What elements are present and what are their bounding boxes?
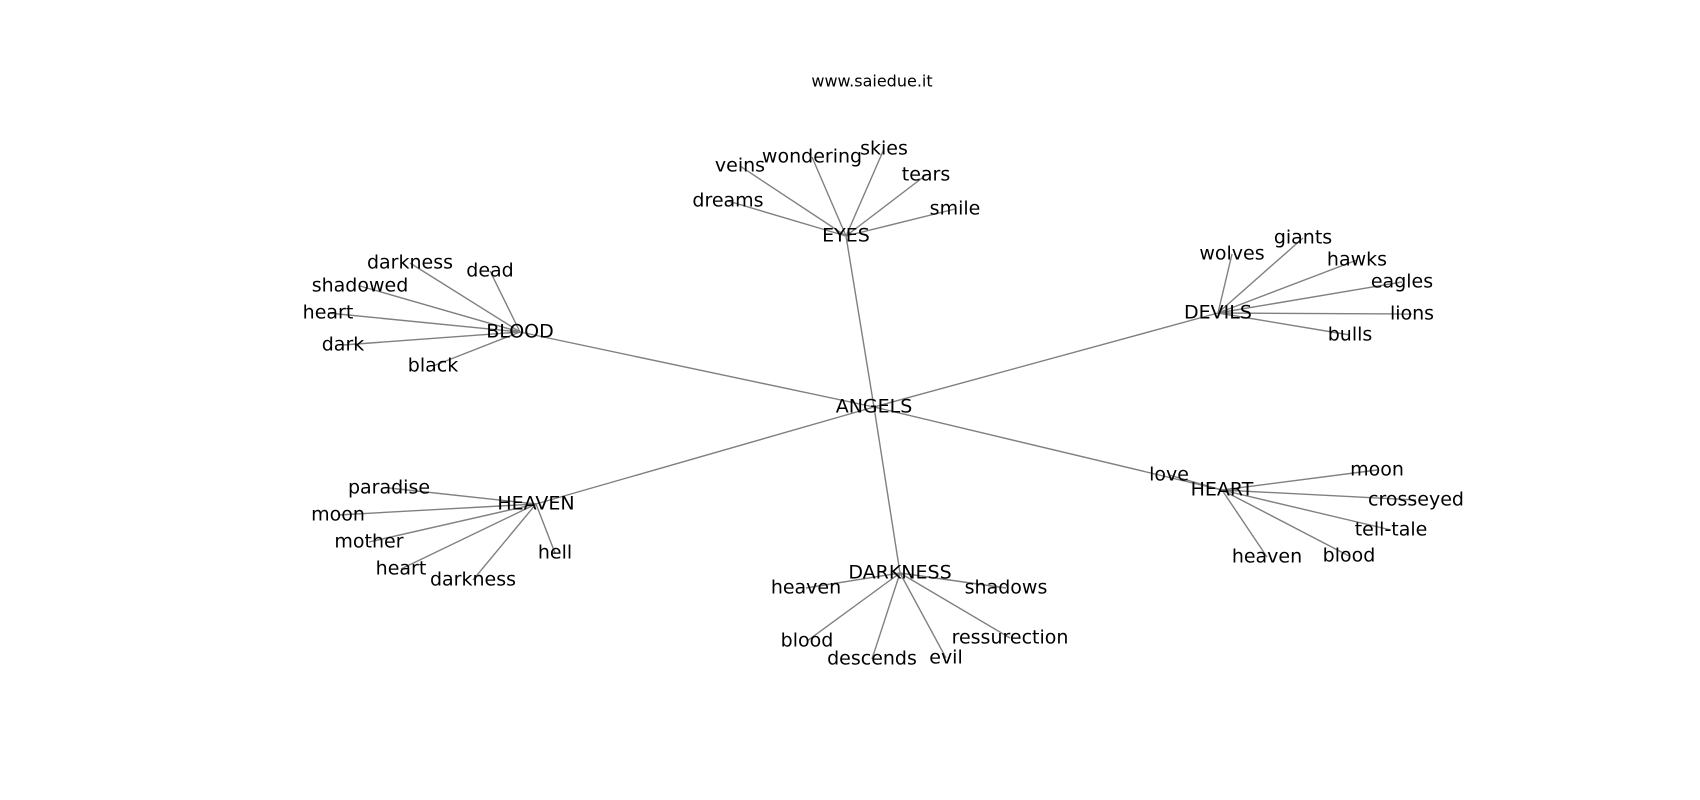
node-leaf-heaven-moon: moon — [311, 504, 365, 526]
edge-devils-hawks — [1217, 259, 1358, 314]
edge-darkness-heaven — [805, 572, 901, 589]
edge-heaven-paradise — [388, 487, 537, 505]
node-leaf-blood-dead: dead — [466, 260, 513, 282]
node-leaf-darkness-heaven: heaven — [771, 577, 841, 599]
node-leaf-blood-darkness: darkness — [367, 252, 453, 274]
edge-blood-dead — [489, 270, 521, 333]
edge-center-eyes — [845, 235, 875, 408]
node-leaf-heart-moon: moon — [1350, 459, 1404, 481]
edge-center-devils — [873, 312, 1219, 408]
node-leaf-heart-heaven: heaven — [1232, 546, 1302, 568]
edge-center-blood — [519, 331, 875, 408]
node-hub-blood: BLOOD — [486, 321, 553, 343]
edge-eyes-dreams — [727, 200, 847, 237]
edge-heaven-hell — [535, 503, 556, 554]
node-leaf-heart-tell-tale: tell-tale — [1355, 519, 1428, 541]
node-leaf-blood-dark: dark — [322, 334, 365, 356]
node-leaf-eyes-veins: veins — [715, 155, 765, 177]
caption: www.saiedue.it — [811, 72, 932, 91]
node-hub-darkness: DARKNESS — [848, 562, 951, 584]
node-leaf-darkness-descends: descends — [827, 648, 917, 670]
node-leaf-heart-crosseyed: crosseyed — [1368, 489, 1464, 511]
edge-heart-crosseyed — [1221, 489, 1417, 501]
edge-blood-dark — [342, 331, 521, 346]
edge-eyes-veins — [739, 165, 847, 237]
edge-eyes-smile — [845, 208, 956, 237]
node-leaf-eyes-wondering: wondering — [762, 146, 862, 168]
edge-devils-eagles — [1217, 281, 1403, 314]
node-leaf-blood-shadowed: shadowed — [312, 275, 409, 297]
edge-heart-blood — [1221, 489, 1350, 557]
edge-heaven-darkness — [472, 503, 537, 581]
node-leaf-blood-black: black — [408, 355, 458, 377]
edge-heaven-heart — [400, 503, 537, 570]
edge-devils-lions — [1217, 312, 1413, 315]
edges-layer — [327, 148, 1417, 660]
node-hub-heaven: HEAVEN — [497, 493, 574, 515]
edge-heart-tell-tale — [1221, 489, 1392, 531]
edge-center-darkness — [873, 406, 901, 574]
node-leaf-eyes-dreams: dreams — [692, 190, 763, 212]
edge-devils-giants — [1217, 237, 1304, 314]
node-leaf-eyes-smile: smile — [930, 198, 981, 220]
edge-eyes-wondering — [811, 156, 847, 237]
edge-eyes-skies — [845, 148, 885, 237]
node-leaf-heaven-paradise: paradise — [348, 477, 430, 499]
edge-heart-heaven — [1221, 489, 1268, 558]
node-leaf-eyes-tears: tears — [902, 164, 951, 186]
edge-darkness-blood — [806, 572, 901, 642]
edge-eyes-tears — [845, 174, 927, 237]
node-leaf-devils-eagles: eagles — [1371, 271, 1433, 293]
edge-darkness-evil — [899, 572, 947, 659]
edge-devils-wolves — [1217, 253, 1233, 314]
edge-darkness-ressurection — [899, 572, 1011, 639]
node-leaf-devils-giants: giants — [1274, 227, 1332, 249]
node-leaf-heaven-mother: mother — [334, 531, 403, 553]
edge-center-heart — [873, 406, 1223, 491]
edge-blood-heart — [327, 312, 521, 333]
node-leaf-devils-bulls: bulls — [1328, 324, 1373, 346]
node-hub-eyes: EYES — [822, 225, 870, 247]
node-center: ANGELS — [836, 396, 913, 418]
node-hub-heart: HEART — [1191, 479, 1254, 501]
node-leaf-darkness-evil: evil — [929, 647, 963, 669]
edge-heaven-mother — [368, 503, 537, 543]
node-leaf-devils-lions: lions — [1390, 303, 1434, 325]
edge-center-heaven — [535, 406, 875, 505]
node-leaf-blood-heart: heart — [303, 302, 354, 324]
node-leaf-heaven-hell: hell — [538, 542, 572, 564]
node-hub-devils: DEVILS — [1184, 302, 1252, 324]
edge-darkness-descends — [871, 572, 901, 660]
edge-devils-bulls — [1217, 312, 1351, 336]
node-leaf-devils-wolves: wolves — [1199, 243, 1264, 265]
node-leaf-heart-love: love — [1149, 464, 1189, 486]
node-leaf-darkness-shadows: shadows — [965, 577, 1048, 599]
edge-blood-darkness — [409, 262, 521, 333]
node-leaf-darkness-blood: blood — [781, 630, 834, 652]
edge-darkness-shadows — [899, 572, 1007, 589]
edge-blood-shadowed — [359, 285, 521, 333]
node-leaf-heart-blood: blood — [1323, 545, 1376, 567]
edge-heaven-moon — [337, 503, 537, 516]
node-leaf-darkness-ressurection: ressurection — [952, 627, 1069, 649]
node-leaf-heaven-heart: heart — [376, 558, 427, 580]
node-leaf-eyes-skies: skies — [860, 138, 908, 160]
edge-blood-black — [432, 331, 521, 367]
node-leaf-devils-hawks: hawks — [1327, 249, 1387, 271]
edge-heart-moon — [1221, 469, 1378, 491]
node-leaf-heaven-darkness: darkness — [430, 569, 516, 591]
edge-heart-love — [1168, 474, 1223, 491]
